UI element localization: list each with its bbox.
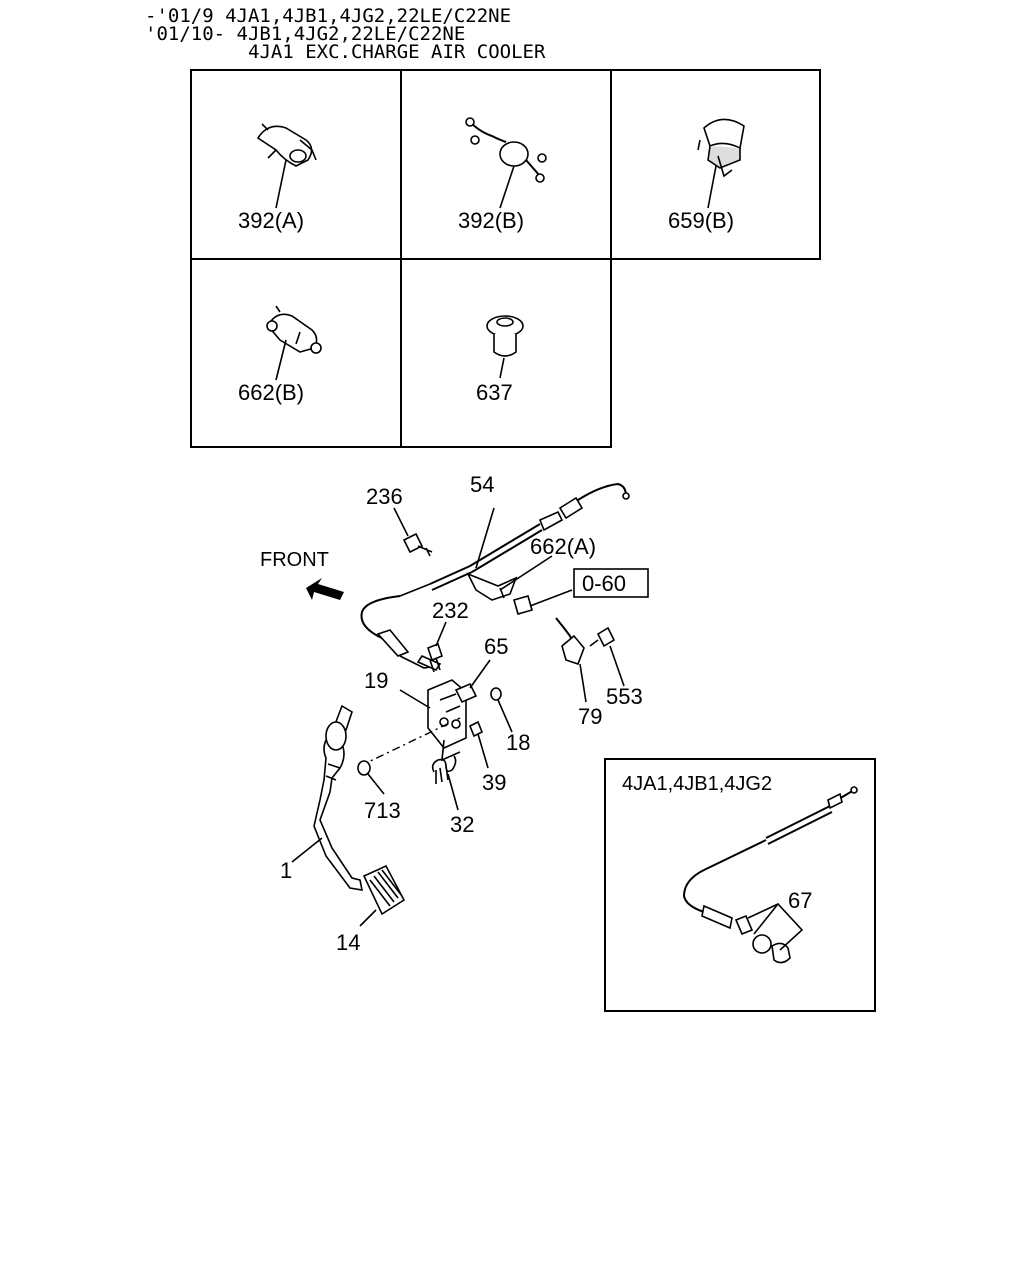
clip-detail-grid: 392(A) 392(B) 659(B)	[190, 69, 821, 448]
double-clip-icon	[266, 305, 322, 381]
nut-65-icon	[454, 659, 491, 704]
pin-39-icon	[468, 720, 489, 769]
reference-box-frame	[573, 568, 649, 598]
mount-79-icon	[555, 617, 587, 703]
part-label-659b: 659(B)	[668, 208, 734, 233]
callout-54: 54	[470, 472, 494, 497]
callout-39: 39	[482, 770, 506, 795]
inset-title: 4JA1,4JB1,4JG2	[622, 773, 772, 795]
bolt-232-icon	[427, 621, 447, 673]
callout-14: 14	[336, 930, 360, 955]
bolt-553-icon	[589, 626, 625, 687]
accelerator-cable	[360, 482, 630, 672]
header-line-1: -'01/9 4JA1,4JB1,4JG2,22LE/C22NE	[145, 5, 511, 27]
callout-662a: 662(A)	[530, 534, 596, 559]
callout-1: 1	[280, 858, 292, 883]
return-spring-icon	[431, 755, 459, 811]
clip-236-icon	[393, 507, 433, 557]
washer-18-icon	[490, 687, 513, 733]
push-grommet-icon	[486, 315, 524, 379]
front-label: FRONT	[260, 549, 329, 571]
pedal-pad-icon	[359, 864, 406, 927]
variant-inset: 4JA1,4JB1,4JG2 67	[604, 758, 876, 1012]
header-line-2: '01/10- 4JB1,4JG2,22LE/C22NE	[145, 23, 465, 45]
retainer-clip-icon	[513, 589, 573, 615]
inset-callout-67: 67	[788, 888, 812, 913]
inset-leader-67	[747, 903, 804, 951]
callout-553: 553	[606, 684, 643, 709]
callout-713: 713	[364, 798, 401, 823]
part-label-637: 637	[476, 380, 513, 405]
hose-clip-icon	[256, 123, 317, 209]
grid-row-2-frame	[190, 258, 612, 448]
callout-19: 19	[364, 668, 388, 693]
callout-236: 236	[366, 484, 403, 509]
callout-79: 79	[578, 704, 602, 729]
callout-232: 232	[432, 598, 469, 623]
accelerator-assembly: FRONT	[260, 472, 649, 955]
front-arrow-icon	[306, 578, 344, 600]
pivot-axis-line	[359, 717, 461, 767]
wire-clip-icon	[465, 117, 547, 209]
pedal-bracket-icon	[399, 679, 467, 762]
reference-box-label: 0-60	[582, 571, 626, 596]
cable-bracket-icon	[466, 555, 553, 601]
part-label-392b: 392(B)	[458, 208, 524, 233]
part-label-392a: 392(A)	[238, 208, 304, 233]
inset-frame	[604, 758, 876, 1012]
cable-clamp-icon	[697, 118, 745, 209]
inset-cable-icon	[682, 786, 858, 964]
pedal-lever-icon	[291, 704, 364, 891]
callout-65: 65	[484, 634, 508, 659]
part-label-662b: 662(B)	[238, 380, 304, 405]
header-line-3: 4JA1 EXC.CHARGE AIR COOLER	[248, 41, 546, 63]
callout-18: 18	[506, 730, 530, 755]
bushing-713-icon	[357, 760, 385, 795]
callout-32: 32	[450, 812, 474, 837]
